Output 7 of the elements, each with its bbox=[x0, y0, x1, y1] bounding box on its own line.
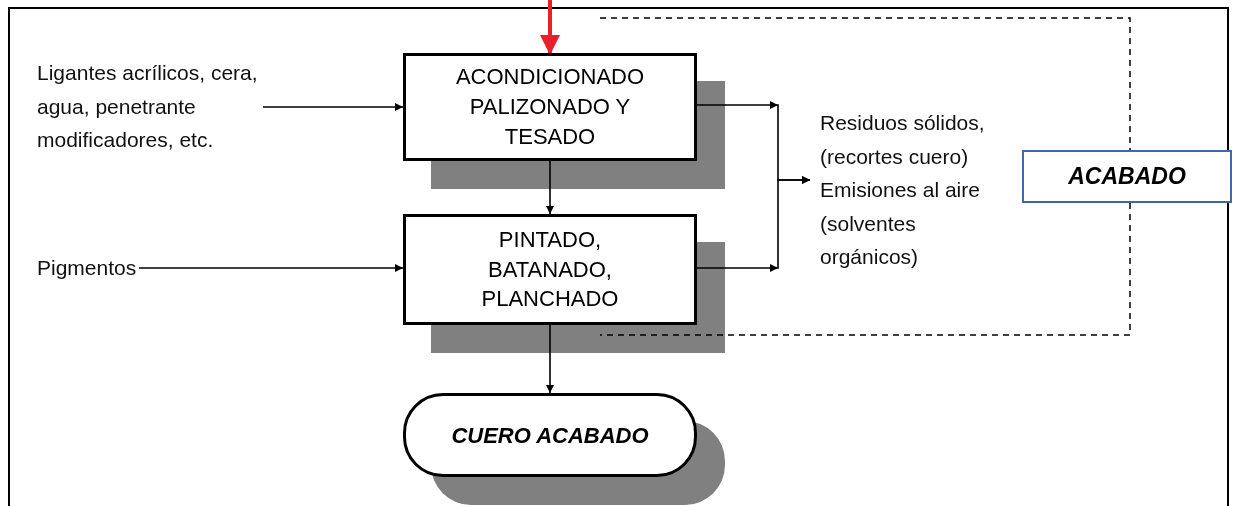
flow-text: Ligantes acrílicos, cera, agua, penetrante modificadores, etc. bbox=[37, 56, 261, 164]
process-box: ACONDICIONADO PALIZONADO Y TESADO bbox=[403, 53, 697, 161]
flow-text: Residuos sólidos, (recortes cuero) Emisiones al aire (solventes orgánicos) bbox=[820, 106, 1012, 282]
process-box: PINTADO, BATANADO, PLANCHADO bbox=[403, 214, 697, 325]
flow-text: Pigmentos bbox=[37, 251, 137, 285]
terminal-box: CUERO ACABADO bbox=[403, 393, 697, 477]
stage-label: ACABADO bbox=[1022, 150, 1232, 203]
